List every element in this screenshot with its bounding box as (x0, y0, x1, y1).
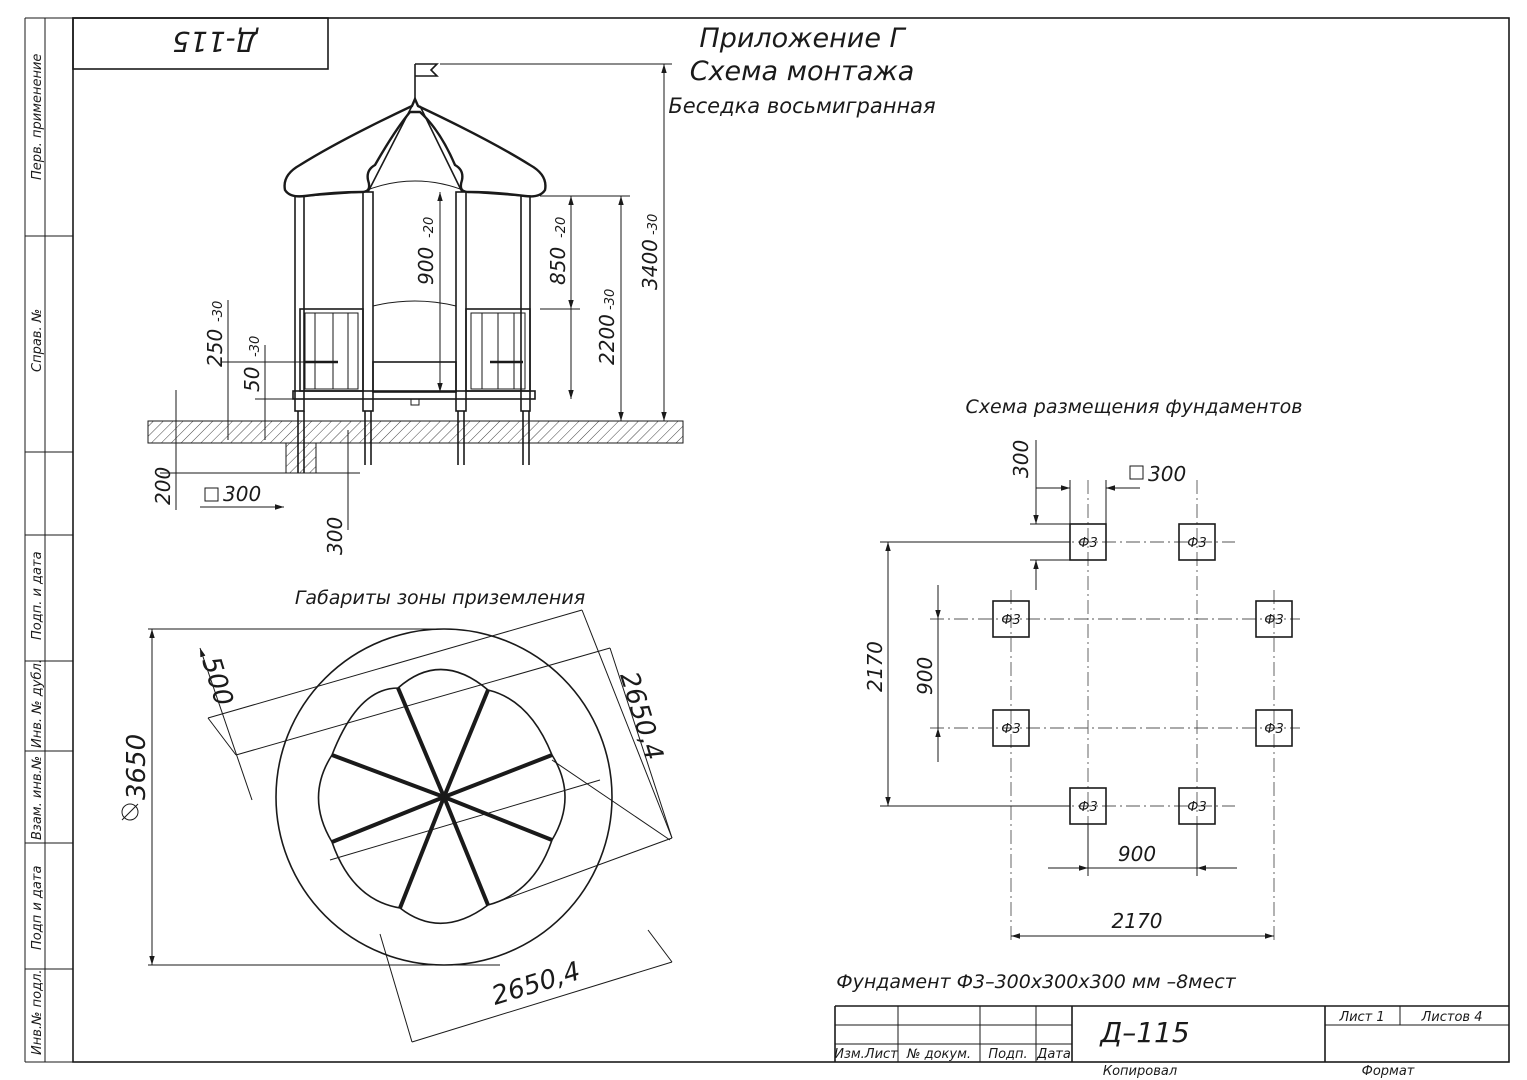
dim-plan-inner-h: 900 (1118, 842, 1156, 866)
corner-code-box: Д-115 (72, 17, 329, 70)
col-doc-number: № докум. (906, 1047, 971, 1062)
dim-pad-height: 300 (1009, 440, 1033, 478)
dim-foundation-depth: 200 (151, 467, 175, 505)
dim-plan-total-h: 2170 (1112, 909, 1163, 933)
foundation-pad: Ф3 (1178, 523, 1216, 561)
dim-roof-height: 2200 (595, 314, 619, 365)
foundation-plan-label: Схема размещения фундаментов (966, 396, 1303, 418)
title-block: Изм.Лист № докум. Подп. Дата Д–115 Лист … (834, 1005, 1509, 1079)
stamp-sign-date-2: Подп и дата (30, 866, 45, 950)
dim-total-height-tol: -30 (646, 214, 661, 235)
dim-floor-height: 50 (240, 367, 264, 392)
col-date: Дата (1036, 1047, 1071, 1062)
dim-pad-square: 300 (1148, 462, 1186, 486)
col-signature: Подп. (988, 1047, 1027, 1062)
svg-text:Ф3: Ф3 (1078, 800, 1097, 815)
sheet-frame (24, 17, 1510, 1063)
corner-code: Д-115 (172, 25, 259, 58)
dim-zone-offset: 500 (195, 653, 238, 709)
dim-foundation-square: 300 (223, 482, 261, 506)
dim-zone-side-a: 2650,4 (613, 668, 668, 764)
svg-text:Ф3: Ф3 (1078, 536, 1097, 551)
foundation-pad: Ф3 (1255, 600, 1293, 638)
side-stamps: Перв. применение Справ. № Подп. и дата И… (30, 54, 45, 1055)
sheet-number: Лист 1 (1338, 1010, 1384, 1025)
roof-outline (283, 95, 547, 198)
ground-zone-label: Габариты зоны приземления (295, 587, 585, 609)
foundation-pad: Ф3 (992, 600, 1030, 638)
annex-title: Приложение Г (699, 23, 906, 54)
dim-post-spacing: 300 (323, 517, 347, 555)
elevation-view: 3400 -30 2200 -30 850 -20 900 -20 250 -3… (147, 63, 684, 555)
svg-text:Ф3: Ф3 (1187, 536, 1206, 551)
svg-text:Ф3: Ф3 (1187, 800, 1206, 815)
ground-zone-view: Габариты зоны приземления 3650 500 (121, 587, 673, 1043)
dim-plan-total-v: 2170 (863, 641, 887, 692)
format-label: Формат (1362, 1064, 1415, 1079)
dim-rail-height-tol: -20 (554, 217, 569, 238)
foundation-pad: Ф3 (1255, 709, 1293, 747)
stamp-replace-inv: Взам. инв.№ (30, 756, 45, 840)
stamp-first-use: Перв. применение (30, 54, 45, 180)
stamp-reference-no: Справ. № (30, 309, 45, 372)
dim-plan-inner-v: 900 (913, 657, 937, 695)
foundation-pad: Ф3 (992, 709, 1030, 747)
dim-floor-height-tol: -30 (248, 336, 263, 357)
copied-by: Копировал (1103, 1064, 1177, 1079)
dim-roof-height-tol: -30 (603, 289, 618, 310)
product-title: Беседка восьмигранная (668, 94, 935, 118)
stamp-original-inv: Инв.№ подл. (30, 969, 45, 1055)
dim-opening-height-tol: -20 (422, 217, 437, 238)
scheme-title: Схема монтажа (690, 56, 915, 87)
sheet-count: Листов 4 (1421, 1010, 1483, 1025)
stamp-sign-date-1: Подп. и дата (30, 551, 45, 640)
document-code: Д–115 (1098, 1016, 1189, 1049)
dim-total-height: 3400 (638, 239, 662, 290)
svg-text:Ф3: Ф3 (1001, 613, 1020, 628)
dim-zone-diameter: 3650 (122, 734, 152, 800)
svg-text:Ф3: Ф3 (1264, 722, 1283, 737)
foundation-block (285, 442, 317, 474)
dim-seat-height: 250 (203, 329, 227, 367)
col-izm-list: Изм.Лист (834, 1047, 898, 1062)
foundation-note: Фундамент Ф3–300х300х300 мм –8мест (836, 971, 1236, 993)
svg-text:Ф3: Ф3 (1001, 722, 1020, 737)
dim-opening-height: 900 (414, 247, 438, 285)
ground-slab (147, 420, 684, 444)
stamp-duplicate-inv: Инв. № дубл. (30, 659, 45, 748)
svg-text:Ф3: Ф3 (1264, 613, 1283, 628)
dim-seat-height-tol: -30 (211, 301, 226, 322)
dim-rail-height: 850 (546, 247, 570, 285)
foundation-plan-view: Схема размещения фундаментов Ф3 Ф3 Ф3 Ф3 (836, 396, 1302, 993)
